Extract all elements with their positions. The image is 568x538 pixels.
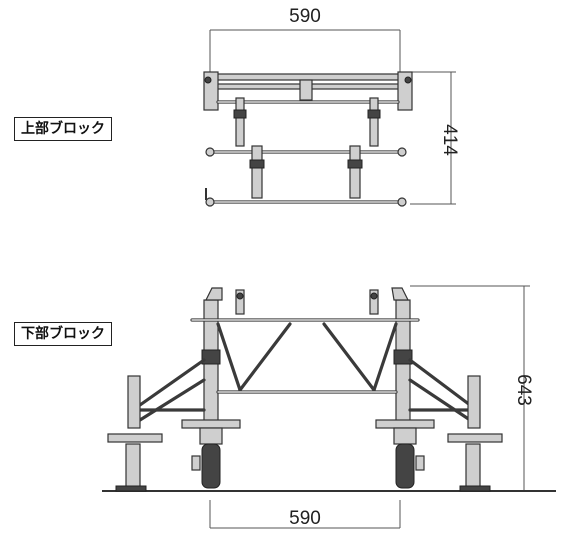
- upper-width-dimension: 590: [209, 6, 401, 72]
- lower-width-dimension: 590: [209, 500, 401, 529]
- lower-height-label: 643: [513, 374, 534, 406]
- lower-block-frame: [107, 287, 503, 492]
- upper-height-dimension: 414: [410, 71, 460, 205]
- lower-height-dimension: 643: [410, 285, 534, 490]
- upper-block-frame: [203, 71, 413, 207]
- upper-block-label: 上部ブロック: [14, 117, 112, 141]
- upper-height-label: 414: [439, 124, 460, 156]
- upper-width-label: 590: [289, 6, 321, 27]
- lower-block-label: 下部ブロック: [14, 322, 112, 346]
- lower-width-label: 590: [289, 508, 321, 529]
